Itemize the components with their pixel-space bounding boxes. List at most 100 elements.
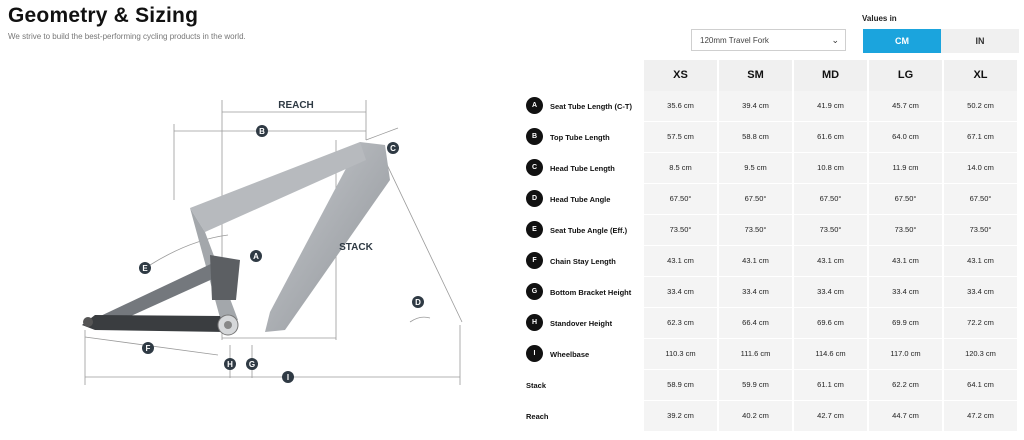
size-header-md: MD — [794, 60, 867, 91]
table-cell: 43.1 cm — [869, 246, 942, 276]
row-badge: C — [526, 159, 543, 176]
table-cell: 73.50° — [869, 215, 942, 245]
table-cell: 67.50° — [944, 184, 1017, 214]
table-cell: 45.7 cm — [869, 91, 942, 121]
table-cell: 111.6 cm — [719, 339, 792, 369]
size-header-sm: SM — [719, 60, 792, 91]
row-label: Reach — [520, 401, 644, 431]
table-cell: 33.4 cm — [869, 277, 942, 307]
row-badge: A — [526, 97, 543, 114]
table-cell: 33.4 cm — [644, 277, 717, 307]
row-badge: D — [526, 190, 543, 207]
table-cell: 73.50° — [944, 215, 1017, 245]
table-cell: 62.3 cm — [644, 308, 717, 338]
table-cell: 64.0 cm — [869, 122, 942, 152]
units-label: Values in — [862, 14, 897, 23]
table-cell: 58.9 cm — [644, 370, 717, 400]
table-cell: 43.1 cm — [944, 246, 1017, 276]
page-title: Geometry & Sizing — [8, 4, 199, 27]
row-badge: B — [526, 128, 543, 145]
table-cell: 33.4 cm — [944, 277, 1017, 307]
row-label: C Head Tube Length — [520, 153, 644, 183]
table-cell: 120.3 cm — [944, 339, 1017, 369]
unit-in-button[interactable]: IN — [941, 29, 1019, 53]
table-cell: 61.1 cm — [794, 370, 867, 400]
fork-travel-select[interactable]: 120mm Travel Fork ⌄ — [691, 29, 846, 51]
table-cell: 67.1 cm — [944, 122, 1017, 152]
table-cell: 42.7 cm — [794, 401, 867, 431]
table-cell: 64.1 cm — [944, 370, 1017, 400]
page-subtitle: We strive to build the best-performing c… — [8, 32, 246, 41]
table-cell: 41.9 cm — [794, 91, 867, 121]
svg-text:B: B — [259, 127, 265, 136]
row-label-text: Reach — [526, 412, 549, 421]
chevron-down-icon: ⌄ — [831, 35, 839, 45]
row-label-text: Wheelbase — [550, 350, 590, 359]
table-cell: 50.2 cm — [944, 91, 1017, 121]
table-cell: 110.3 cm — [644, 339, 717, 369]
table-cell: 69.9 cm — [869, 308, 942, 338]
marker-i: I — [282, 371, 294, 383]
table-cell: 67.50° — [869, 184, 942, 214]
marker-b: B — [256, 125, 268, 137]
bike-frame-illustration — [82, 142, 390, 336]
row-badge: I — [526, 345, 543, 362]
table-cell: 43.1 cm — [719, 246, 792, 276]
table-cell: 39.4 cm — [719, 91, 792, 121]
marker-h: H — [224, 358, 236, 370]
table-cell: 69.6 cm — [794, 308, 867, 338]
size-header-lg: LG — [869, 60, 942, 91]
table-cell: 9.5 cm — [719, 153, 792, 183]
fork-travel-value: 120mm Travel Fork — [700, 36, 769, 45]
row-label-text: Bottom Bracket Height — [550, 288, 632, 297]
table-cell: 33.4 cm — [794, 277, 867, 307]
table-cell: 58.8 cm — [719, 122, 792, 152]
svg-text:H: H — [227, 360, 233, 369]
table-cell: 35.6 cm — [644, 91, 717, 121]
table-cell: 11.9 cm — [869, 153, 942, 183]
table-cell: 14.0 cm — [944, 153, 1017, 183]
row-label: B Top Tube Length — [520, 122, 644, 152]
size-header-xs: XS — [644, 60, 717, 91]
marker-f: F — [142, 342, 154, 354]
reach-label: REACH — [278, 100, 314, 111]
table-cell: 62.2 cm — [869, 370, 942, 400]
row-label-text: Chain Stay Length — [550, 257, 616, 266]
table-cell: 59.9 cm — [719, 370, 792, 400]
row-label-text: Head Tube Length — [550, 164, 615, 173]
marker-d: D — [412, 296, 424, 308]
svg-text:I: I — [287, 373, 289, 382]
row-label: I Wheelbase — [520, 339, 644, 369]
svg-text:D: D — [415, 298, 421, 307]
table-cell: 43.1 cm — [794, 246, 867, 276]
table-cell: 67.50° — [719, 184, 792, 214]
table-cell: 73.50° — [644, 215, 717, 245]
table-cell: 117.0 cm — [869, 339, 942, 369]
svg-text:F: F — [146, 344, 151, 353]
table-cell: 39.2 cm — [644, 401, 717, 431]
table-cell: 47.2 cm — [944, 401, 1017, 431]
row-label-text: Standover Height — [550, 319, 613, 328]
row-label-text: Top Tube Length — [550, 133, 610, 142]
table-cell: 73.50° — [719, 215, 792, 245]
table-cell: 114.6 cm — [794, 339, 867, 369]
table-cell: 66.4 cm — [719, 308, 792, 338]
table-cell: 43.1 cm — [644, 246, 717, 276]
table-cell: 73.50° — [794, 215, 867, 245]
table-cell: 67.50° — [794, 184, 867, 214]
svg-text:G: G — [249, 360, 255, 369]
frame-geometry-diagram: REACH STACK A B C D E F G H I — [82, 100, 463, 385]
row-label-text: Seat Tube Length (C-T) — [550, 102, 632, 111]
row-label-text: Seat Tube Angle (Eff.) — [550, 226, 628, 235]
marker-c: C — [387, 142, 399, 154]
marker-g: G — [246, 358, 258, 370]
table-cell: 33.4 cm — [719, 277, 792, 307]
table-cell: 72.2 cm — [944, 308, 1017, 338]
row-label-text: Stack — [526, 381, 547, 390]
stack-label: STACK — [339, 242, 373, 253]
row-badge: F — [526, 252, 543, 269]
unit-cm-button[interactable]: CM — [863, 29, 941, 53]
